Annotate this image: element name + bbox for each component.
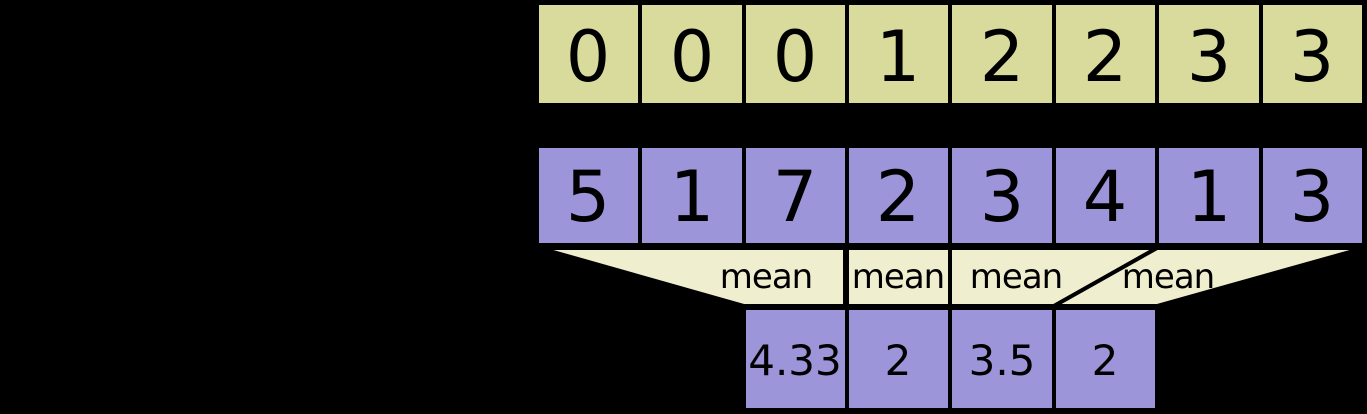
segment-id-cell bbox=[845, 1, 952, 107]
segment-id-value: 1 bbox=[876, 16, 921, 98]
segment-id-cell bbox=[1052, 1, 1159, 107]
data-value: 3 bbox=[980, 156, 1025, 238]
data-value: 4 bbox=[1083, 156, 1128, 238]
data-row: 5 1 7 2 3 4 1 3 bbox=[535, 144, 1366, 247]
segment-id-cell bbox=[1259, 1, 1366, 107]
result-cell bbox=[742, 306, 849, 412]
segment-ids-row: 0 0 0 1 2 2 3 3 bbox=[535, 1, 1366, 107]
segment-id-value: 2 bbox=[1083, 16, 1128, 98]
segment-id-value: 3 bbox=[1187, 16, 1232, 98]
segment-id-cell bbox=[742, 1, 849, 107]
result-value: 2 bbox=[1092, 336, 1119, 385]
data-cell bbox=[742, 144, 849, 247]
data-value: 5 bbox=[566, 156, 611, 238]
mean-operation-label: mean bbox=[1122, 257, 1214, 297]
data-cell bbox=[948, 144, 1056, 247]
data-cell bbox=[845, 144, 952, 247]
segment-id-value: 2 bbox=[980, 16, 1025, 98]
data-value: 3 bbox=[1290, 156, 1335, 238]
segment-id-value: 0 bbox=[566, 16, 611, 98]
result-row: 4.33 2 3.5 2 bbox=[742, 306, 1159, 412]
result-cell bbox=[1052, 306, 1159, 412]
result-value: 3.5 bbox=[969, 336, 1036, 385]
data-value: 1 bbox=[1187, 156, 1232, 238]
result-cell bbox=[948, 306, 1056, 412]
mean-operation-label: mean bbox=[970, 257, 1062, 297]
result-value: 4.33 bbox=[748, 336, 842, 385]
segment-id-value: 3 bbox=[1290, 16, 1335, 98]
data-value: 2 bbox=[876, 156, 921, 238]
data-value: 1 bbox=[670, 156, 715, 238]
segment-id-cell bbox=[638, 1, 746, 107]
data-cell bbox=[1259, 144, 1366, 247]
data-cell bbox=[1052, 144, 1159, 247]
data-cell bbox=[638, 144, 746, 247]
data-cell bbox=[1155, 144, 1263, 247]
segment-id-value: 0 bbox=[670, 16, 715, 98]
mean-operation-label: mean bbox=[720, 257, 812, 297]
segment-id-cell bbox=[948, 1, 1056, 107]
mean-funnels: mean mean mean mean bbox=[538, 246, 1365, 308]
result-cell bbox=[845, 306, 952, 412]
segment-id-value: 0 bbox=[773, 16, 818, 98]
mean-operation-label: mean bbox=[852, 257, 944, 297]
data-value: 7 bbox=[773, 156, 818, 238]
result-value: 2 bbox=[885, 336, 912, 385]
segment-id-cell bbox=[535, 1, 642, 107]
